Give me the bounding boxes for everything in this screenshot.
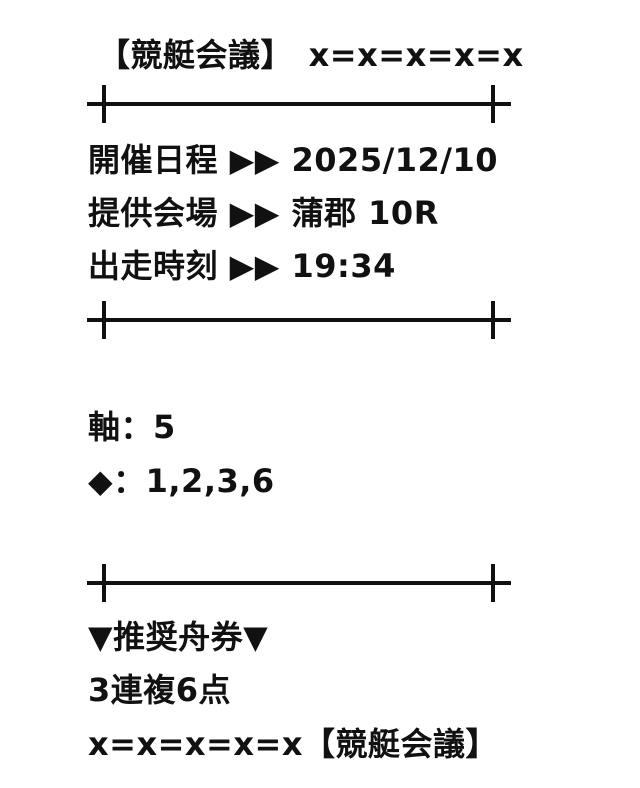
info-value: 19:34 [291, 247, 396, 285]
divider-3 [87, 564, 511, 602]
partner-label: ◆： [88, 462, 146, 500]
brand-title: 【競艇会議】 [302, 725, 498, 763]
info-venue: 提供会場 ▶▶ 蒲郡 10R [88, 193, 439, 233]
masked-text: x=x=x=x=x [88, 725, 303, 763]
info-label: 開催日程 [88, 141, 219, 179]
partner-pick: ◆：1,2,3,6 [88, 461, 275, 501]
info-value: 蒲郡 10R [291, 194, 439, 232]
axis-pick: 軸：5 [88, 407, 176, 447]
info-value: 2025/12/10 [291, 141, 499, 179]
info-date: 開催日程 ▶▶ 2025/12/10 [88, 140, 498, 180]
arrow-icon: ▶▶ [229, 194, 280, 232]
recommend-title: ▼推奨舟券▼ [88, 618, 269, 656]
masked-text: x=x=x=x=x [308, 36, 524, 74]
info-time: 出走時刻 ▶▶ 19:34 [88, 246, 396, 286]
arrow-icon: ▶▶ [229, 141, 280, 179]
info-label: 提供会場 [88, 194, 219, 232]
header-line: 【競艇会議】 x=x=x=x=x [98, 35, 524, 75]
recommend-ticket: 3連複6点 [88, 671, 232, 709]
axis-value: 5 [153, 408, 176, 446]
footer-line: x=x=x=x=x【競艇会議】 [88, 724, 498, 764]
divider-2 [87, 301, 511, 339]
arrow-icon: ▶▶ [229, 247, 280, 285]
axis-label: 軸： [88, 408, 154, 446]
brand-title: 【競艇会議】 [98, 36, 294, 74]
partner-value: 1,2,3,6 [145, 462, 275, 500]
info-label: 出走時刻 [88, 247, 219, 285]
divider-1 [87, 85, 511, 123]
